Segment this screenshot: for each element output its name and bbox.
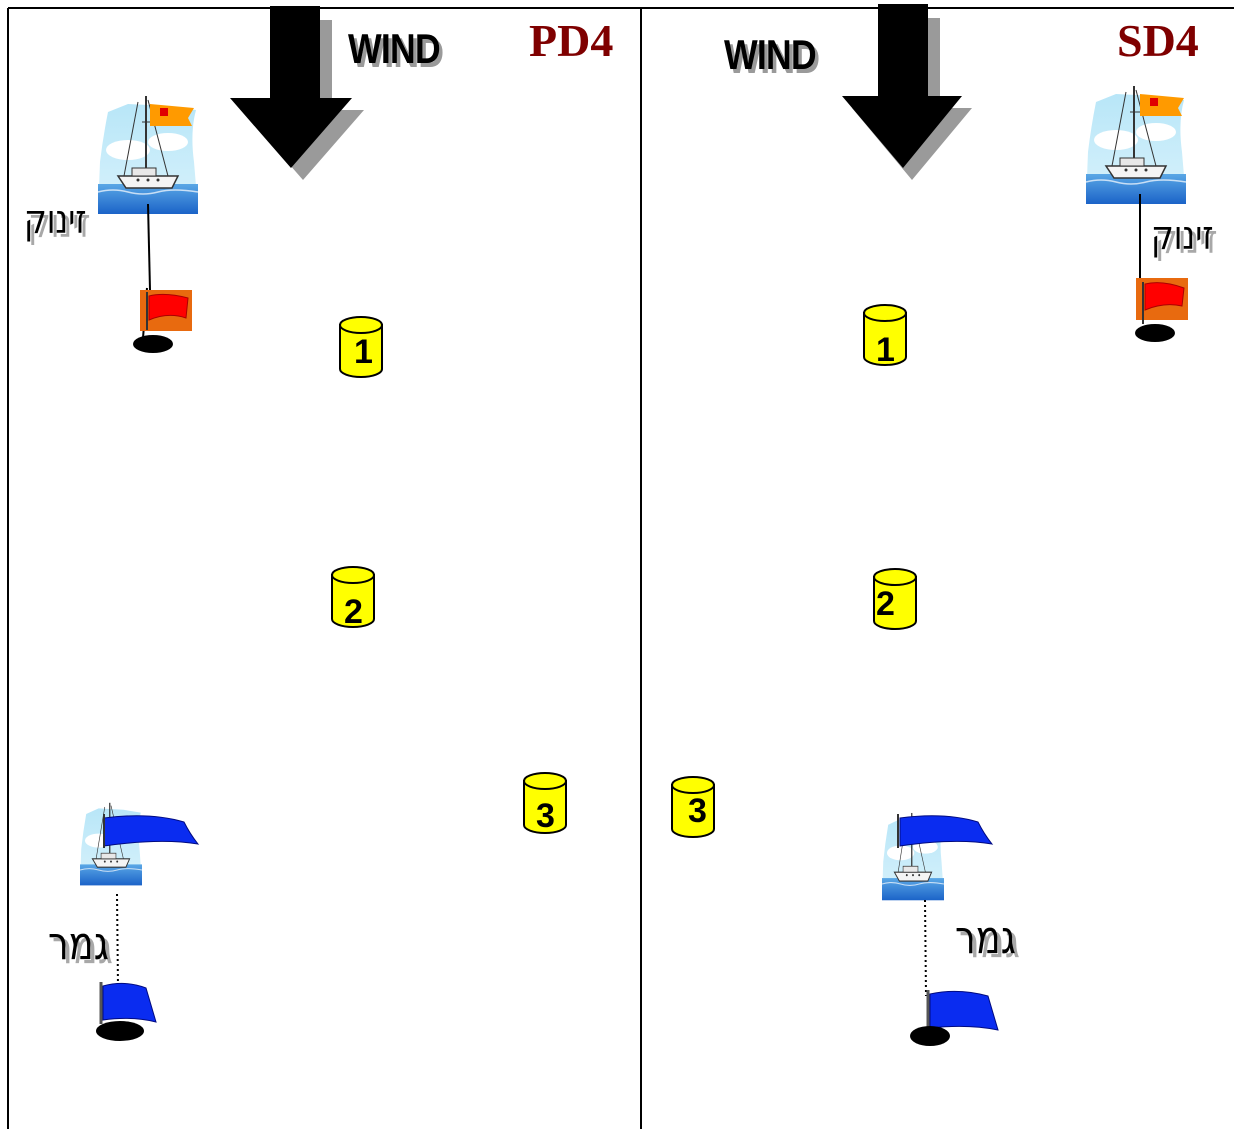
finish-boat-icon	[881, 812, 994, 902]
finish-boat-icon	[79, 802, 200, 887]
mark-1-label: 1	[876, 331, 895, 369]
buoy-icon: 1	[863, 304, 907, 369]
wind-arrow-icon	[230, 6, 364, 180]
mark-3-label: 3	[536, 797, 555, 835]
start-flag-icon	[1136, 278, 1188, 324]
finish-flag-icon	[99, 982, 157, 1024]
finish-mark-right	[910, 1026, 950, 1046]
mark-2-label: 2	[876, 585, 895, 623]
finish-label-right: גמר	[955, 910, 1016, 964]
finish-label-left: גמר	[48, 916, 109, 970]
buoy-icon: 1	[339, 316, 383, 378]
finish-line-right	[924, 899, 927, 997]
committee-boat-icon	[1085, 85, 1187, 205]
start-mark-left	[133, 335, 173, 353]
start-flag-icon	[140, 290, 192, 331]
committee-boat-icon	[97, 95, 199, 215]
wind-arrow-icon	[842, 4, 972, 180]
buoy-icon: 2	[331, 566, 375, 631]
panel-frame-left	[7, 7, 641, 1129]
start-label-left: זינוק	[24, 197, 87, 243]
panel-title-sd4: SD4	[1117, 15, 1199, 66]
buoy-icon: 3	[523, 772, 567, 835]
finish-mark-left	[96, 1021, 144, 1041]
panel-title-pd4: PD4	[529, 15, 614, 66]
start-label-right: זינוק	[1151, 213, 1214, 259]
mark-1-label: 1	[354, 333, 373, 371]
start-mark-right	[1135, 324, 1175, 342]
finish-line-left	[116, 893, 119, 989]
buoy-icon: 2	[873, 568, 917, 630]
finish-flag-icon	[926, 990, 999, 1031]
wind-label-left: WIND	[348, 25, 441, 72]
mark-2-label: 2	[344, 593, 363, 631]
mark-3-label: 3	[688, 792, 707, 830]
buoy-icon: 3	[671, 776, 715, 838]
wind-label-right: WIND	[724, 31, 817, 78]
